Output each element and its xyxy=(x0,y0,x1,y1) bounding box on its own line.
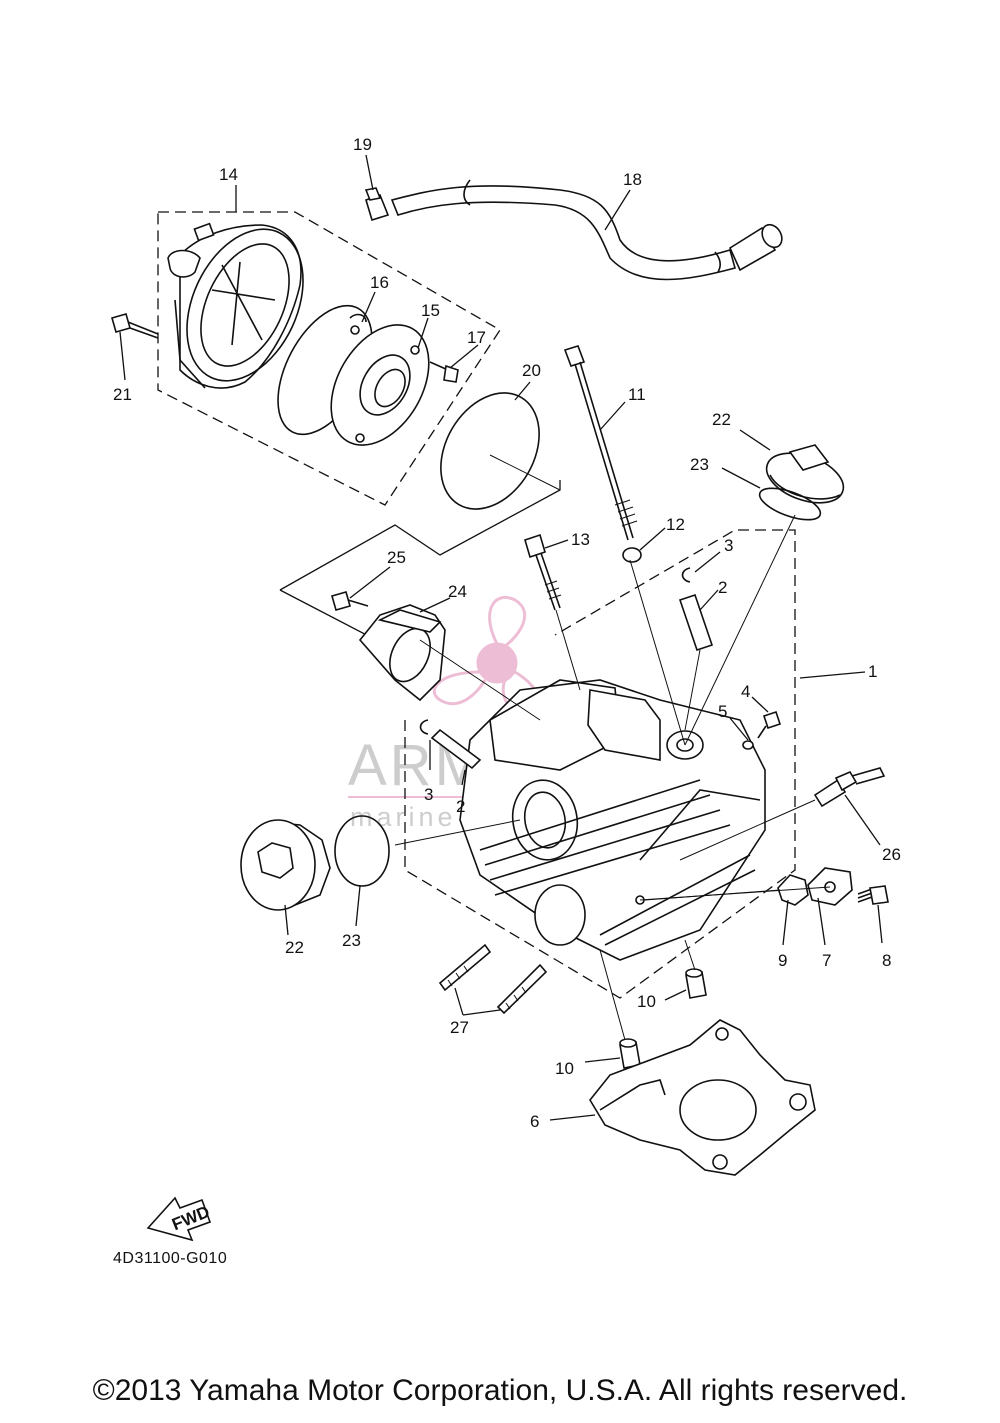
washer xyxy=(622,547,642,563)
callout-13: 13 xyxy=(571,530,590,549)
callout-15: 15 xyxy=(421,301,440,320)
o-ring-top xyxy=(758,487,822,521)
cover-bolt xyxy=(111,313,159,339)
dowel-pin-lower xyxy=(430,728,482,770)
reference-code: 4D31100-G010 xyxy=(113,1250,227,1267)
callout-25: 25 xyxy=(387,548,406,567)
callout-22: 22 xyxy=(285,938,304,957)
callout-23: 23 xyxy=(690,455,709,474)
plate-screw xyxy=(429,361,459,383)
breather-cover xyxy=(167,222,304,389)
breather-plate xyxy=(330,324,430,446)
callout-16: 16 xyxy=(370,273,389,292)
callout-27: 27 xyxy=(450,1018,469,1037)
callout-18: 18 xyxy=(623,170,642,189)
breather-hose xyxy=(390,179,783,281)
dowel-upper xyxy=(685,968,707,999)
callout-8: 8 xyxy=(882,951,891,970)
callout-7: 7 xyxy=(822,951,831,970)
long-bolt xyxy=(563,345,638,541)
dowel-pin-top xyxy=(678,593,714,652)
head-bolt xyxy=(524,533,562,611)
callout-20: 20 xyxy=(522,361,541,380)
callout-23: 23 xyxy=(342,931,361,950)
clip-lower xyxy=(419,719,429,735)
dowel-lower xyxy=(619,1038,641,1069)
studs xyxy=(438,943,548,1015)
plate-bolt xyxy=(857,885,889,905)
small-screw xyxy=(757,710,782,739)
callout-10: 10 xyxy=(637,992,656,1011)
callout-17: 17 xyxy=(467,328,486,347)
callout-9: 9 xyxy=(778,951,787,970)
callout-1: 1 xyxy=(868,662,877,681)
small-washer xyxy=(742,740,754,750)
manifold-gasket xyxy=(358,604,446,702)
leader-lines xyxy=(119,154,883,1121)
forward-arrow-icon: FWD xyxy=(146,1196,212,1242)
cylinder-head xyxy=(459,679,766,961)
copyright-notice: ©2013 Yamaha Motor Corporation, U.S.A. A… xyxy=(92,1374,908,1407)
callout-2: 2 xyxy=(456,797,465,816)
callout-19: 19 xyxy=(353,135,372,154)
callout-21: 21 xyxy=(113,385,132,404)
callout-2: 2 xyxy=(718,578,727,597)
clip-top xyxy=(681,567,691,583)
spark-plug xyxy=(813,767,886,808)
o-ring-left xyxy=(334,815,390,887)
callout-12: 12 xyxy=(666,515,685,534)
hose-clip xyxy=(364,187,390,222)
plug-cap-left xyxy=(240,819,331,911)
callout-26: 26 xyxy=(882,845,901,864)
callout-14: 14 xyxy=(219,165,238,184)
plug-cap-top xyxy=(765,444,845,504)
callouts: 1 2 2 3 3 4 5 6 7 8 9 10 10 11 12 13 14 … xyxy=(113,135,901,1131)
callout-11: 11 xyxy=(628,385,646,404)
callout-10: 10 xyxy=(555,1059,574,1078)
callout-3: 3 xyxy=(724,536,733,555)
callout-24: 24 xyxy=(448,582,467,601)
callout-5: 5 xyxy=(718,702,727,721)
callout-3: 3 xyxy=(424,785,433,804)
cover-plate xyxy=(807,867,853,906)
callout-4: 4 xyxy=(741,682,750,701)
manifold-bolt xyxy=(331,591,369,611)
large-o-ring xyxy=(440,392,540,510)
callout-6: 6 xyxy=(530,1112,539,1131)
callout-22: 22 xyxy=(712,410,731,429)
head-gasket xyxy=(589,1019,816,1176)
